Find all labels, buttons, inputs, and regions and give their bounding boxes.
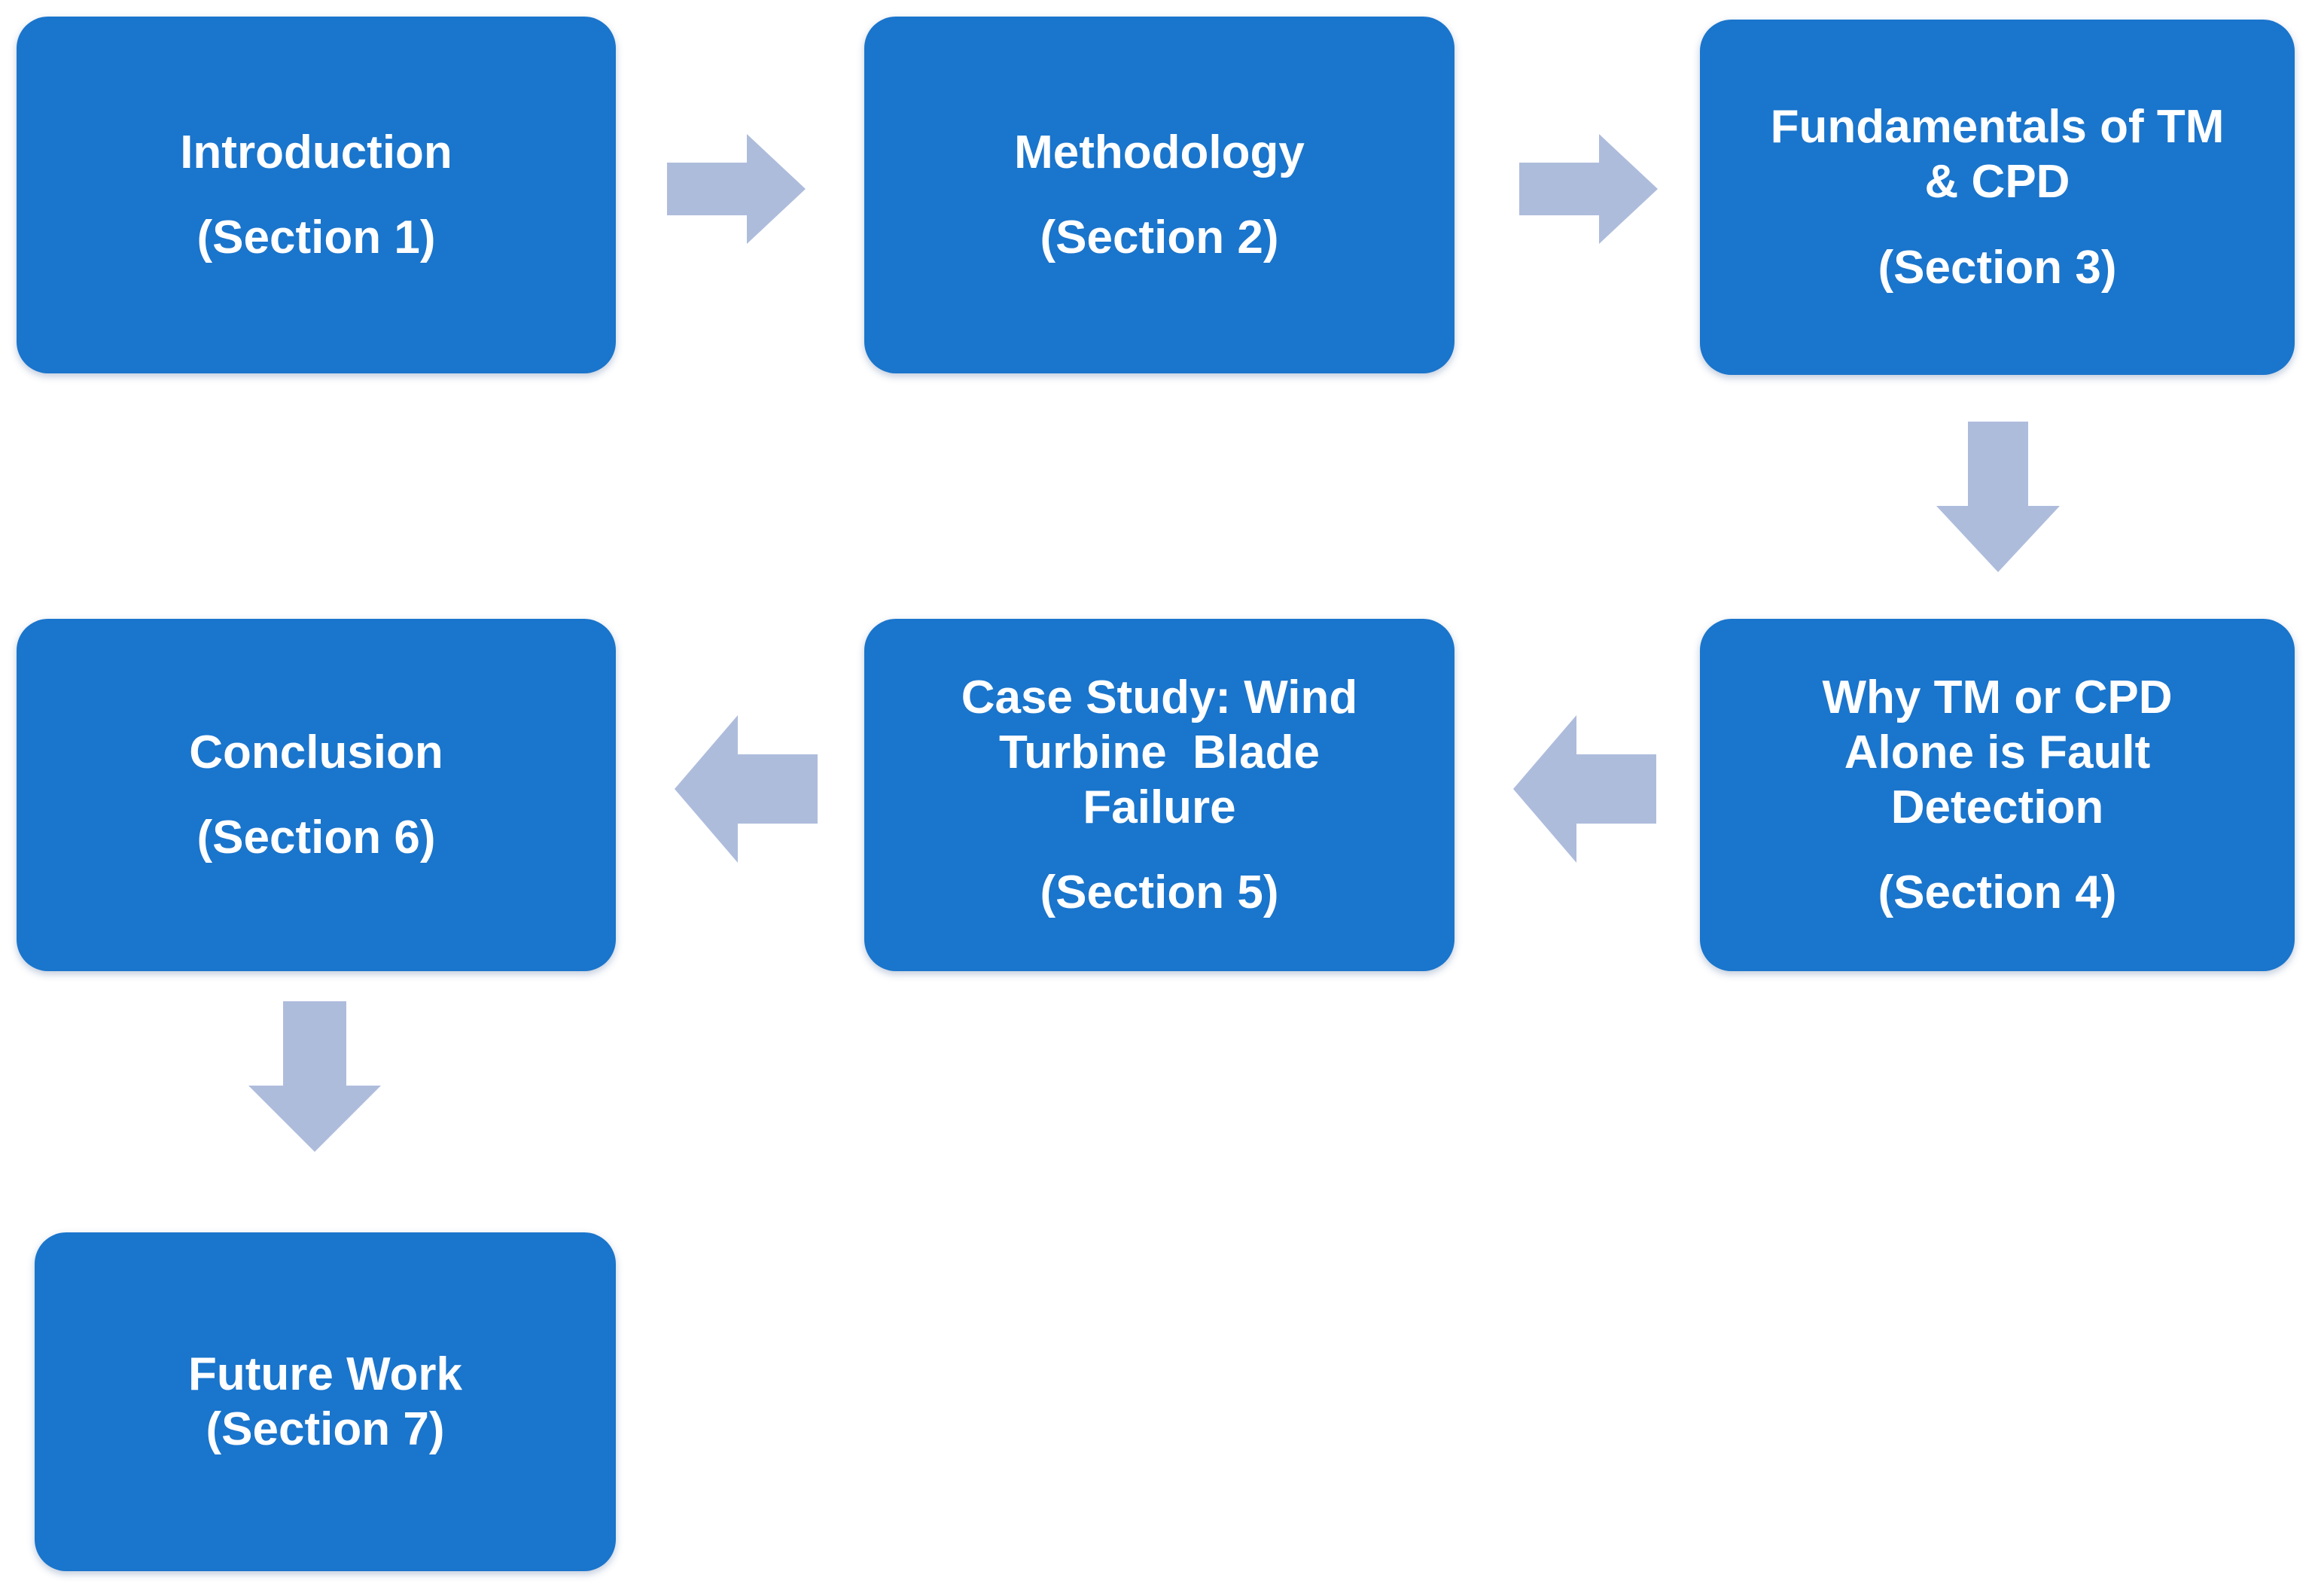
node-introduction[interactable]: Introduction (Section 1) — [17, 17, 616, 373]
node-introduction-line-1: Introduction — [180, 126, 452, 178]
node-case-study[interactable]: Case Study: Wind Turbine Blade Failure (… — [864, 619, 1454, 971]
node-introduction-section: (Section 1) — [196, 212, 436, 263]
node-case-study-line-1: Case Study: Wind — [961, 671, 1358, 723]
arrow-right-introduction-to-methodology — [667, 134, 806, 244]
node-why-tm-or-cpd-alone[interactable]: Why TM or CPD Alone is Fault Detection (… — [1700, 619, 2295, 971]
arrow-left-why-to-case-study — [1513, 715, 1656, 863]
node-why-section: (Section 4) — [1878, 867, 2117, 919]
node-case-study-line-2: Turbine Blade — [998, 726, 1320, 778]
node-fundamentals-line-1: Fundamentals of TM — [1770, 101, 2225, 154]
node-fundamentals-line-2: & CPD — [1924, 156, 2070, 209]
node-conclusion[interactable]: Conclusion (Section 6) — [17, 619, 616, 971]
node-methodology-line-1: Methodology — [1014, 126, 1305, 178]
arrow-right-methodology-to-fundamentals — [1519, 134, 1658, 244]
node-conclusion-line-1: Conclusion — [189, 726, 443, 778]
node-fundamentals-of-tm-and-cpd[interactable]: Fundamentals of TM & CPD (Section 3) — [1700, 20, 2295, 375]
node-case-study-line-3: Failure — [1083, 781, 1236, 833]
node-methodology-section: (Section 2) — [1040, 212, 1279, 263]
node-why-line-2: Alone is Fault — [1844, 726, 2151, 778]
node-future-work-line-1: Future Work — [188, 1348, 462, 1400]
arrow-left-case-study-to-conclusion — [675, 715, 818, 863]
node-why-line-3: Detection — [1890, 781, 2104, 833]
node-conclusion-section: (Section 6) — [196, 812, 436, 863]
node-why-line-1: Why TM or CPD — [1822, 671, 2173, 723]
arrow-down-conclusion-to-future-work — [248, 1001, 381, 1152]
node-future-work[interactable]: Future Work (Section 7) — [35, 1232, 616, 1571]
node-future-work-section: (Section 7) — [206, 1403, 445, 1455]
arrow-down-fundamentals-to-why — [1936, 422, 2060, 572]
node-case-study-section: (Section 5) — [1040, 867, 1279, 919]
node-methodology[interactable]: Methodology (Section 2) — [864, 17, 1454, 373]
node-fundamentals-section: (Section 3) — [1878, 241, 2117, 294]
